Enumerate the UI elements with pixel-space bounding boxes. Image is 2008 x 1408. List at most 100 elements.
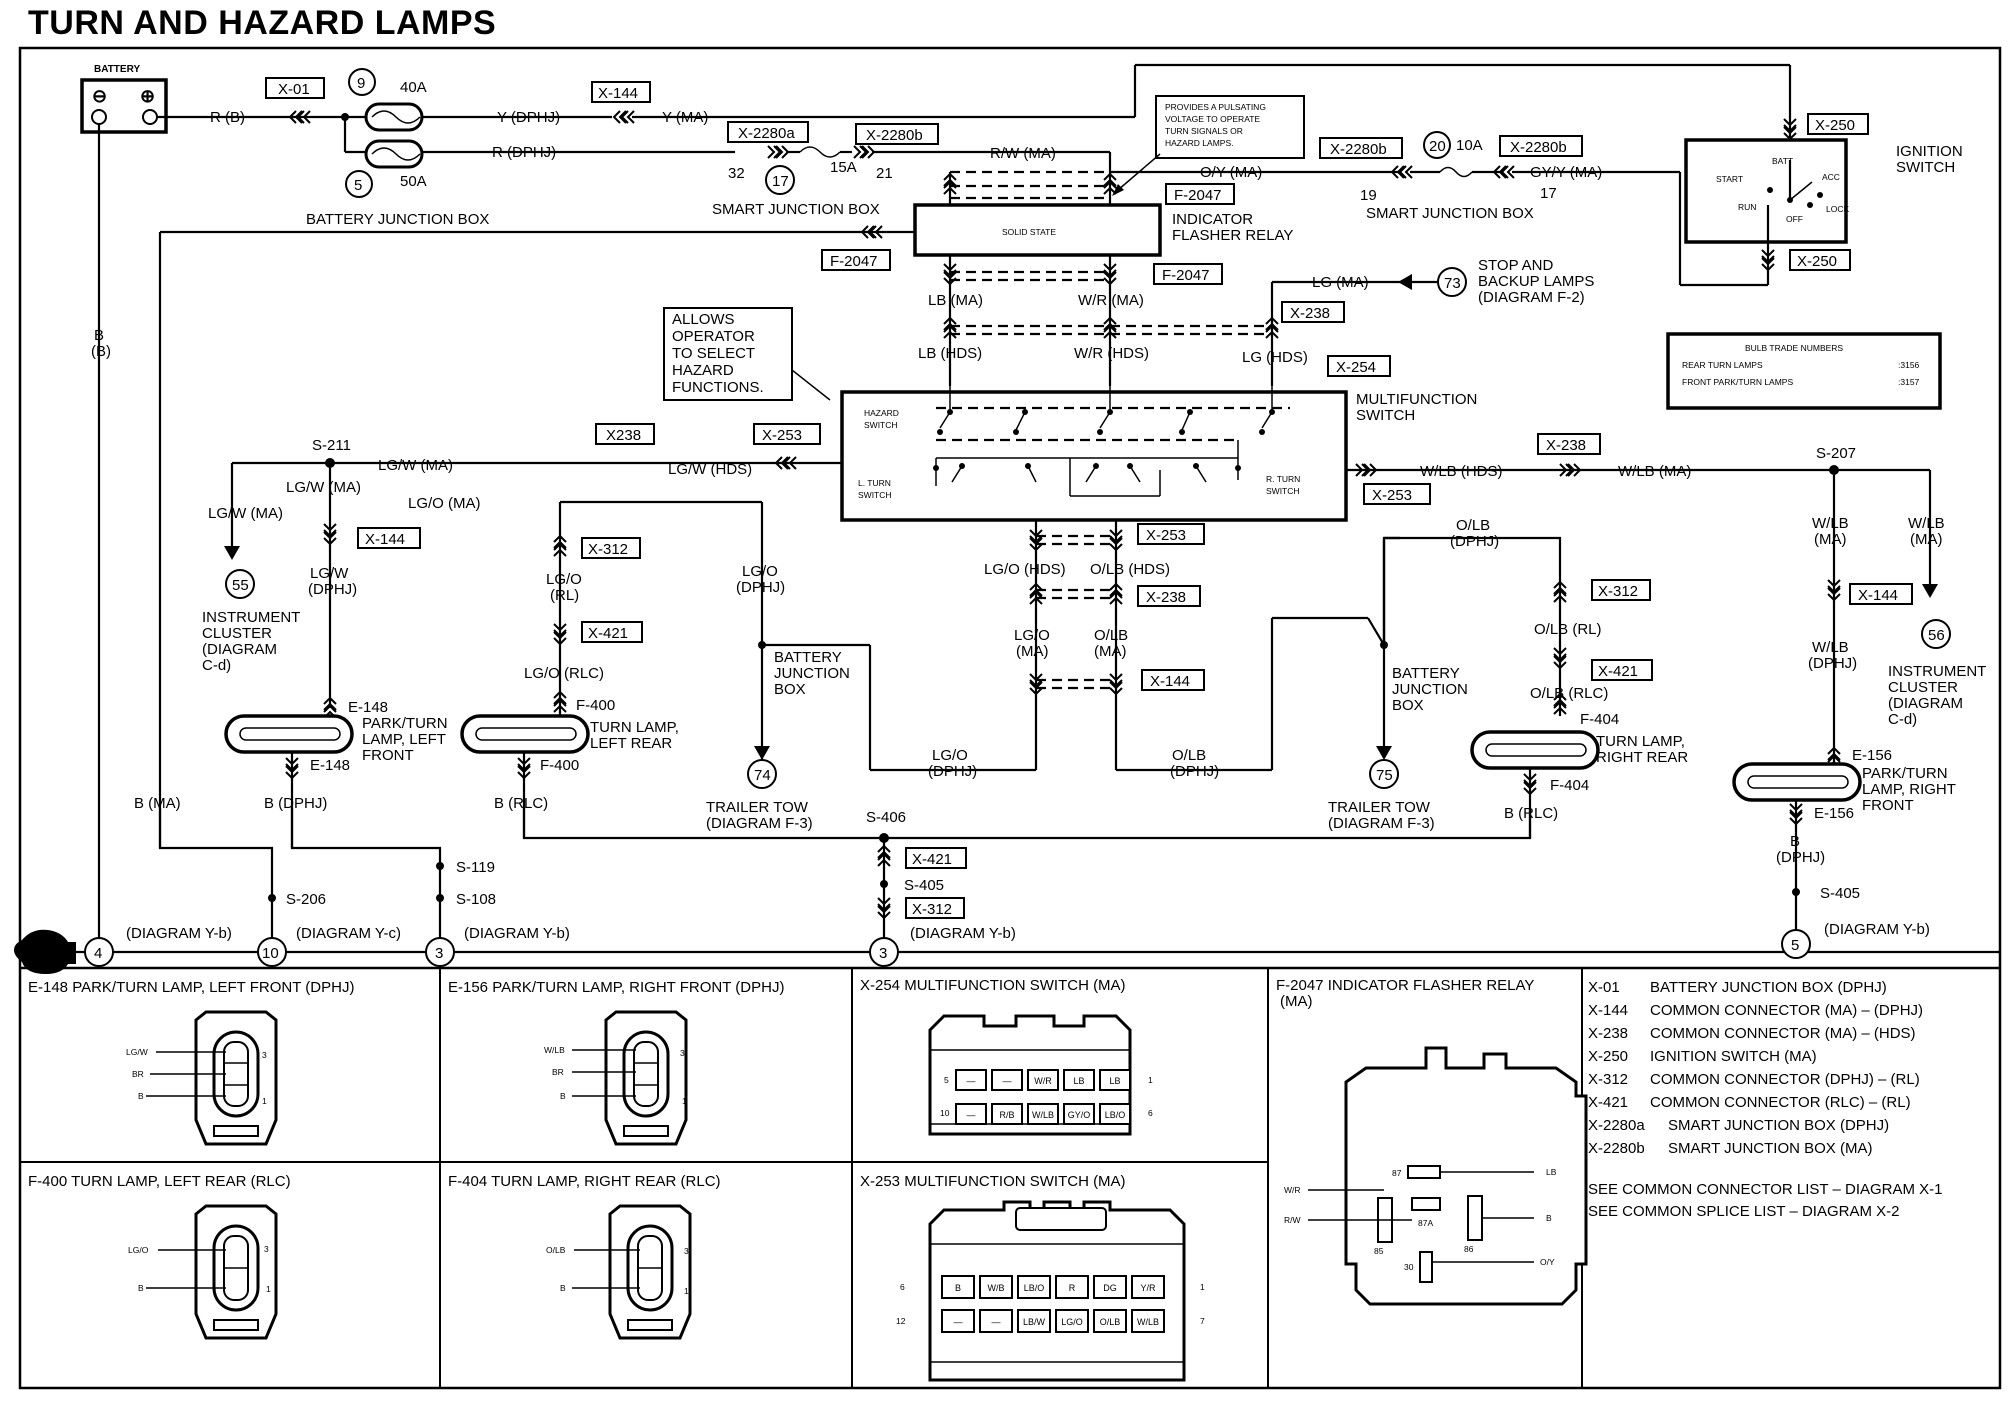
svg-text:TO SELECT: TO SELECT [672,345,755,362]
ignition-switch-label-2: SWITCH [1896,159,1955,176]
svg-text:O/LB: O/LB [546,1245,566,1255]
cavity-label: — [967,1110,976,1120]
svg-text:W/LB: W/LB [1908,515,1945,532]
bulb-trade-numbers [1666,332,1942,410]
wire-lb-ma: LB (MA) [928,292,983,309]
svg-text:(DIAGRAM Y-b): (DIAGRAM Y-b) [464,925,570,942]
svg-text:BATTERY: BATTERY [1392,665,1460,682]
note-provides-pulsating [1155,95,1305,159]
svg-text:X238: X238 [606,427,641,444]
svg-text:TURN SIGNALS OR: TURN SIGNALS OR [1165,126,1243,136]
svg-text:E-156: E-156 [1814,805,1854,822]
svg-text:CLUSTER: CLUSTER [202,625,272,642]
connector-x238-c [1137,585,1201,607]
svg-text::3156: :3156 [1898,360,1920,370]
cavity [1093,1275,1127,1299]
f2047-panel-title-2: (MA) [1280,993,1313,1010]
svg-text:RIGHT REAR: RIGHT REAR [1596,749,1688,766]
connector-x01 [265,77,325,99]
e156-panel-title: E-156 PARK/TURN LAMP, RIGHT FRONT (DPHJ) [448,979,784,996]
svg-text:STOP AND: STOP AND [1478,257,1553,274]
svg-text:LB: LB [1546,1167,1557,1177]
legend-desc: SMART JUNCTION BOX (MA) [1668,1140,1872,1157]
svg-text:TRAILER TOW: TRAILER TOW [1328,799,1431,816]
ground-3b: 3 [879,945,887,962]
svg-text:X-312: X-312 [912,901,952,918]
cavity-label: W/LB [1137,1317,1159,1327]
svg-text:SWITCH: SWITCH [864,420,898,430]
svg-text:7: 7 [1200,1316,1205,1326]
connector-x250-bottom [1789,249,1851,271]
wire-b-dphj: B (DPHJ) [264,795,327,812]
diagram-ref-73: 73 [1444,275,1461,292]
svg-text:R/W: R/W [1284,1215,1301,1225]
svg-text:(DIAGRAM Y-b): (DIAGRAM Y-b) [1824,921,1930,938]
cavity [1063,1103,1095,1125]
svg-text:BACKUP LAMPS: BACKUP LAMPS [1478,273,1594,290]
f2047-relay-face [1308,1046,1588,1306]
svg-text:E-148: E-148 [310,757,350,774]
svg-text:X-238: X-238 [1546,437,1586,454]
svg-text:3: 3 [262,1050,267,1060]
diagram-frame [18,46,2002,1390]
cavity-label: LB/O [1105,1110,1126,1120]
svg-text:B: B [1790,833,1800,850]
svg-text:(DIAGRAM F-3): (DIAGRAM F-3) [1328,815,1435,832]
cavity [991,1103,1023,1125]
svg-text:1: 1 [266,1284,271,1294]
diagram-ref-55: 55 [232,577,249,594]
connector-x144-top [591,81,651,103]
svg-text:LAMP, LEFT: LAMP, LEFT [362,731,446,748]
svg-text:X-144: X-144 [365,531,405,548]
svg-text:FRONT: FRONT [362,747,414,764]
f404-panel-title: F-404 TURN LAMP, RIGHT REAR (RLC) [448,1173,721,1190]
cavity [1027,1069,1059,1091]
svg-text:X-253: X-253 [1372,487,1412,504]
svg-text:87: 87 [1392,1168,1402,1178]
connector-x253-a [753,423,821,445]
svg-text:F-2047: F-2047 [830,253,878,270]
svg-text:OPERATOR: OPERATOR [672,328,755,345]
svg-text:(DPHJ): (DPHJ) [736,579,785,596]
e148-connector-face [146,1010,278,1146]
connector-x253-b [1137,523,1205,545]
svg-text:LOCK: LOCK [1826,204,1849,214]
svg-text:JUNCTION: JUNCTION [774,665,850,682]
f400-panel-title: F-400 TURN LAMP, LEFT REAR (RLC) [28,1173,291,1190]
cavity [1055,1275,1089,1299]
svg-text:BOX: BOX [1392,697,1424,714]
cavity-label: LG/O [1061,1317,1083,1327]
svg-text:W/LB: W/LB [1812,639,1849,656]
connector-x312-a [581,537,641,559]
splice-s211: S-211 [312,437,351,454]
cavity-label: W/LB [1032,1110,1054,1120]
ground-3a: 3 [435,945,443,962]
cavity-label: R [1069,1283,1076,1293]
f404-connector-face [572,1204,692,1340]
fuse-9: 9 [357,75,365,92]
svg-text:W/R: W/R [1284,1185,1301,1195]
svg-text:50A: 50A [400,173,427,190]
svg-text:(DIAGRAM: (DIAGRAM [202,641,277,658]
svg-text:X-238: X-238 [1290,305,1330,322]
svg-text:SOLID STATE: SOLID STATE [1002,227,1056,237]
multifunction-switch-label-2: SWITCH [1356,407,1415,424]
e156-connector-face [572,1010,688,1146]
legend-note-1: SEE COMMON CONNECTOR LIST – DIAGRAM X-1 [1588,1181,1943,1198]
svg-text:10: 10 [940,1108,950,1118]
smart-junction-box-label-1: SMART JUNCTION BOX [712,201,880,218]
svg-text:JUNCTION: JUNCTION [1392,681,1468,698]
legend-code: X-421 [1588,1094,1628,1111]
svg-text:BATTERY: BATTERY [774,649,842,666]
diagram-ref-56: 56 [1928,627,1945,644]
cavity-label: — [967,1076,976,1086]
connector-x2280b-a [855,123,939,145]
ground-symbol [14,929,76,974]
svg-text:86: 86 [1464,1244,1474,1254]
legend-code: X-250 [1588,1048,1628,1065]
connector-x312-b [1591,579,1651,601]
cavity-label: — [954,1317,963,1327]
connector-x253-c [1363,483,1431,505]
